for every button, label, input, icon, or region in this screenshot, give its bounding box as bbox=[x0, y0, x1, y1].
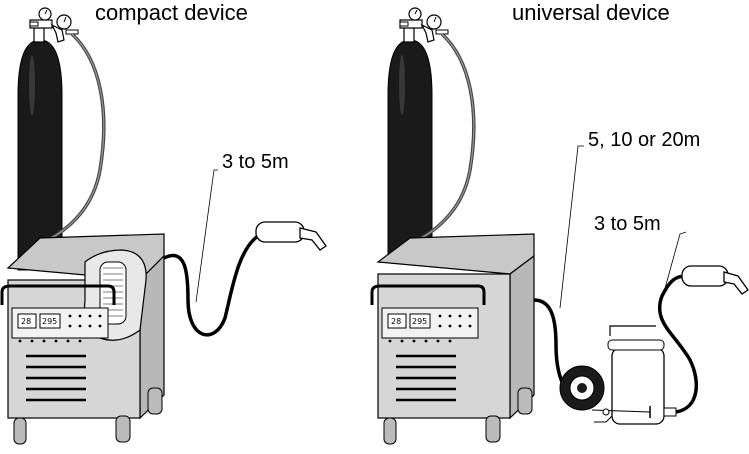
universal-device-title: universal device bbox=[512, 0, 670, 25]
welding-torch-right bbox=[681, 265, 749, 295]
hose-length-leader bbox=[559, 145, 584, 309]
welding-torch-left bbox=[255, 221, 327, 251]
compact-device-title: compact device bbox=[95, 0, 248, 25]
universal-cable-length-label: 3 to 5m bbox=[594, 213, 661, 235]
gas-cylinder-left bbox=[17, 27, 63, 271]
hose-length-label: 5, 10 or 20m bbox=[588, 129, 700, 151]
compact-cabinet: 28 295 bbox=[0, 233, 165, 420]
compact-display-1: 28 bbox=[21, 317, 31, 326]
gas-cylinder-right bbox=[387, 27, 433, 263]
compact-wheels bbox=[13, 387, 163, 445]
cable-length-leader-left bbox=[195, 169, 218, 303]
universal-wheels bbox=[383, 387, 533, 445]
compact-cable-length-label: 3 to 5m bbox=[222, 151, 289, 173]
pressure-regulator-left bbox=[29, 7, 79, 43]
torch-cable-left bbox=[163, 234, 260, 337]
cable-length-leader-right bbox=[663, 231, 687, 293]
compact-display-2: 295 bbox=[42, 317, 57, 326]
wire-feeder bbox=[559, 325, 677, 425]
compact-device-group: compact device bbox=[0, 0, 327, 445]
torch-cable-right bbox=[657, 274, 698, 414]
universal-display-2: 295 bbox=[412, 317, 427, 326]
pressure-regulator-right bbox=[399, 7, 449, 43]
universal-cabinet: 28 295 bbox=[370, 233, 535, 420]
universal-display-1: 28 bbox=[391, 317, 401, 326]
universal-device-group: universal device 28 295 bbox=[370, 0, 749, 445]
